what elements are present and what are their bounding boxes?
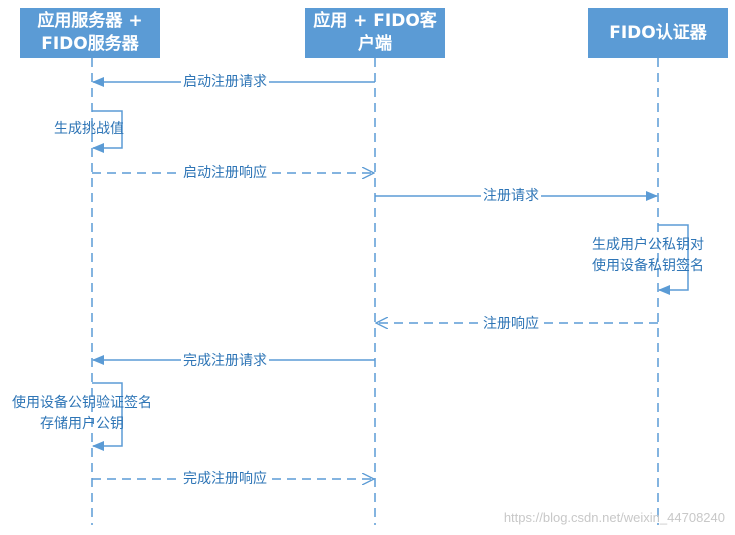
message-label-registration-request: 注册请求: [481, 185, 541, 205]
actor-server: 应用服务器 + FIDO服务器: [20, 8, 160, 58]
self-message-label-generate-challenge: 生成挑战值: [54, 121, 124, 137]
message-label-start-registration-request: 启动注册请求: [181, 71, 269, 91]
self-message-arrow-2: [92, 382, 123, 451]
message-label-finish-registration-request: 完成注册请求: [181, 350, 269, 370]
actor-client: 应用 + FIDO客 户端: [305, 8, 445, 58]
watermark: https://blog.csdn.net/weixin_44708240: [503, 510, 725, 525]
self-message-label-verify-signature: 使用设备公钥验证签名 存储用户公钥: [12, 395, 152, 432]
self-message-label-generate-keypair: 生成用户公私钥对 使用设备私钥签名: [592, 237, 704, 274]
self-message-arrow-0: [92, 110, 123, 153]
message-label-finish-registration-response: 完成注册响应: [181, 468, 269, 488]
self-message-arrow-1: [658, 224, 689, 295]
message-label-registration-response: 注册响应: [481, 313, 541, 333]
actor-authenticator: FIDO认证器: [588, 8, 728, 58]
message-label-start-registration-response: 启动注册响应: [181, 162, 269, 182]
